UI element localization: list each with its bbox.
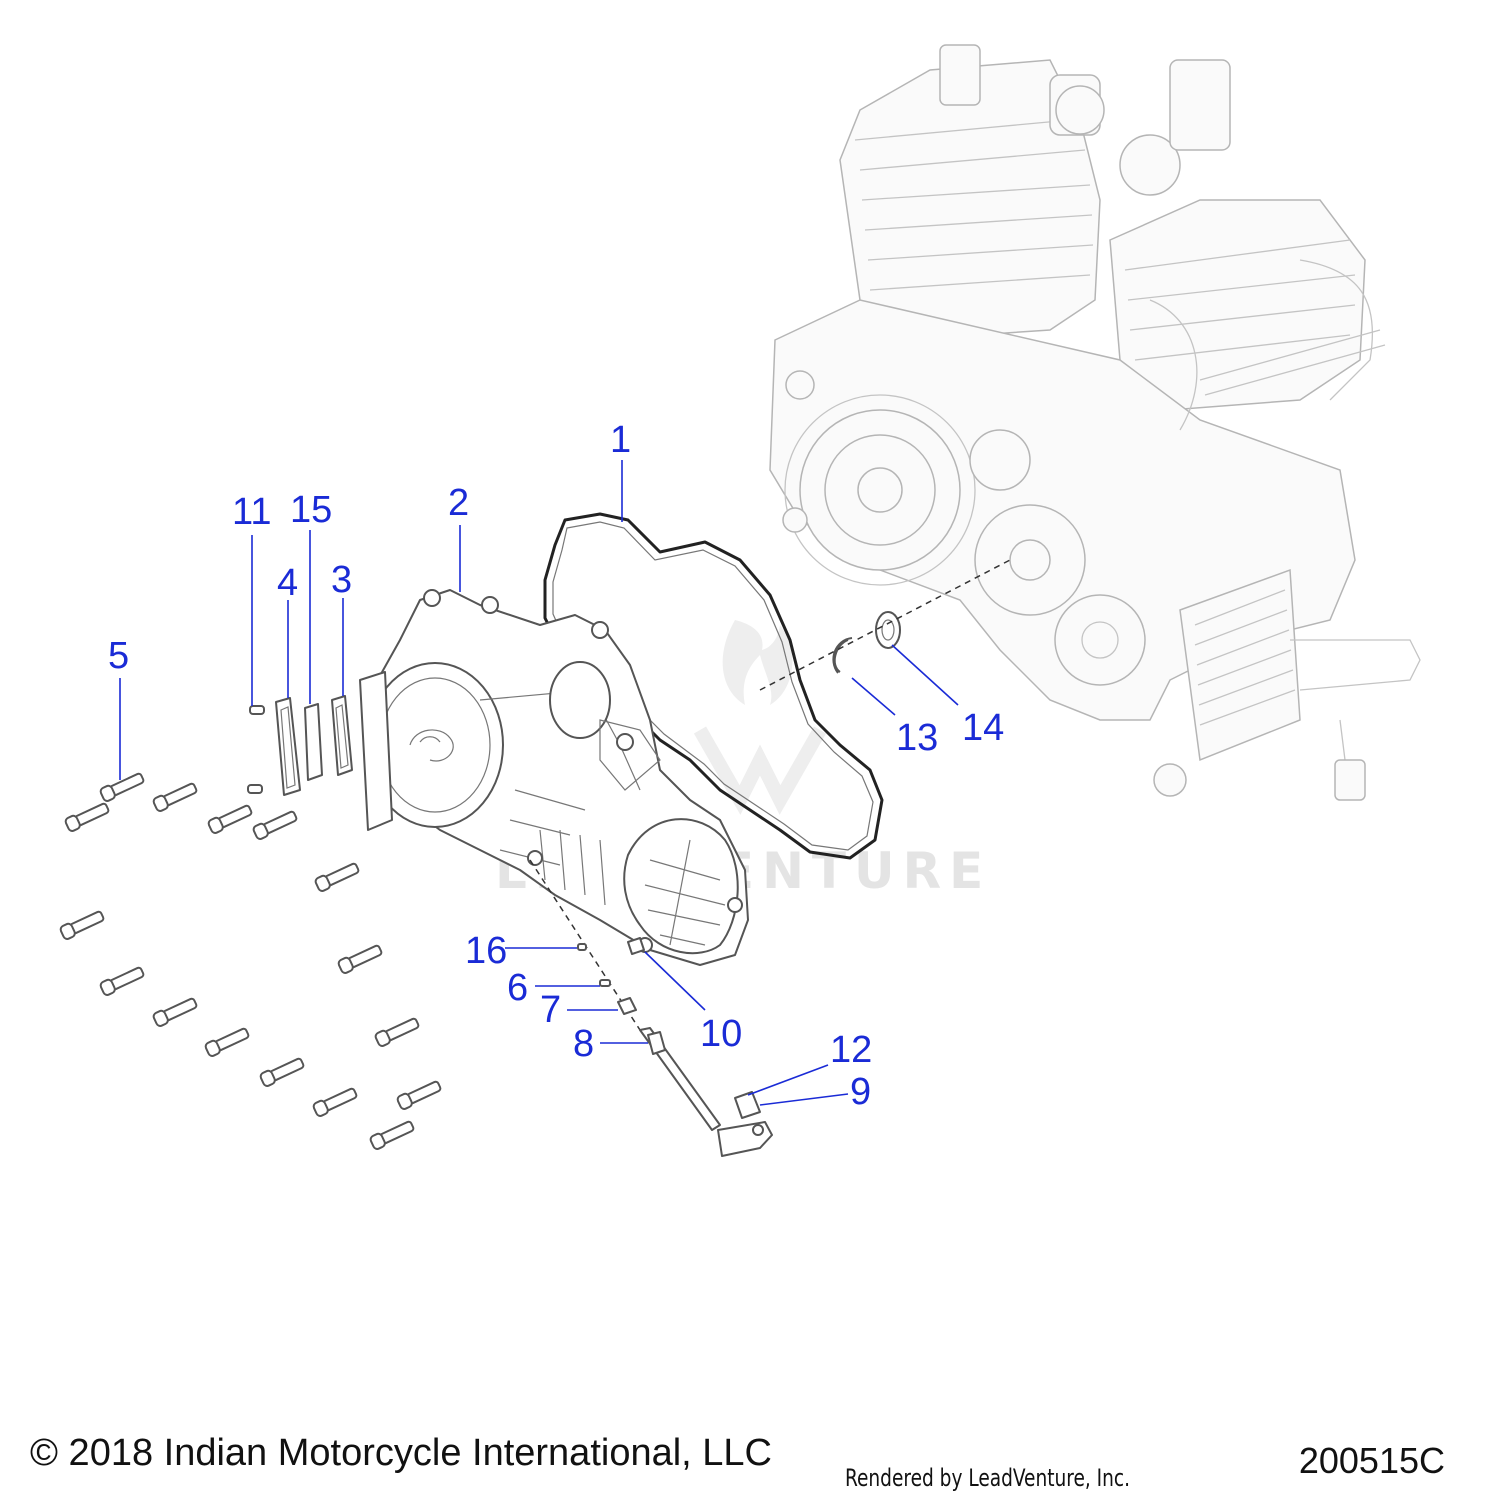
bolt xyxy=(99,966,145,996)
bolt xyxy=(337,944,383,974)
bolt-set-5 xyxy=(59,772,442,1150)
callout-6: 6 xyxy=(507,967,528,1009)
callout-10: 10 xyxy=(700,1013,742,1055)
diagram-number: 200515C xyxy=(1298,1440,1445,1481)
screw-set-11 xyxy=(247,705,265,794)
bolt xyxy=(99,772,145,802)
inspection-cover xyxy=(304,703,323,781)
callout-9: 9 xyxy=(850,1071,871,1113)
callout-14: 14 xyxy=(962,707,1004,749)
callout-2: 2 xyxy=(448,482,469,524)
bolt xyxy=(207,804,253,834)
primary-cover xyxy=(359,589,749,966)
copyright-notice: © 2018 Indian Motorcycle International, … xyxy=(30,1432,772,1474)
callout-labels: 1 2 3 4 5 6 7 8 9 10 11 12 13 14 15 16 xyxy=(108,419,1004,1113)
bolt xyxy=(152,997,198,1027)
callout-8: 8 xyxy=(573,1023,594,1065)
bolt xyxy=(312,1087,358,1117)
callout-16: 16 xyxy=(465,930,507,972)
bolt xyxy=(259,1057,305,1087)
callout-11: 11 xyxy=(232,491,271,533)
callout-12: 12 xyxy=(830,1029,872,1071)
bolt xyxy=(204,1027,250,1057)
bolt xyxy=(369,1120,415,1150)
callout-5: 5 xyxy=(108,635,129,677)
rendered-by-credit: Rendered by LeadVenture, Inc. xyxy=(845,1464,1131,1492)
callout-7: 7 xyxy=(540,989,561,1031)
oil-seal xyxy=(875,611,901,649)
engine-illustration xyxy=(769,44,1421,801)
bolt xyxy=(314,862,360,892)
callout-4: 4 xyxy=(277,562,298,604)
bolt xyxy=(59,910,105,940)
leader-lines xyxy=(119,460,959,1106)
shift-shaft-assembly xyxy=(577,937,773,1157)
callout-15: 15 xyxy=(290,489,332,531)
callout-1: 1 xyxy=(610,419,631,461)
bolt xyxy=(252,810,298,840)
bolt xyxy=(64,802,110,832)
callout-13: 13 xyxy=(896,717,938,759)
bolt xyxy=(374,1017,420,1047)
bolt xyxy=(396,1080,442,1110)
retaining-ring xyxy=(832,637,853,674)
bolt xyxy=(152,782,198,812)
callout-3: 3 xyxy=(331,559,352,601)
